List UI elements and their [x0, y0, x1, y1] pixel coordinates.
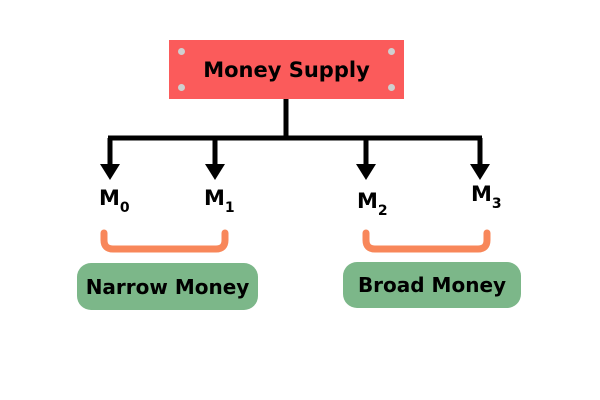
- corner-dot: [178, 48, 185, 55]
- money-supply-label: Money Supply: [203, 57, 370, 82]
- arrow-m1-head: [205, 164, 225, 180]
- node-label: M: [204, 186, 225, 210]
- corner-dot: [388, 84, 395, 91]
- node-sub: 0: [119, 200, 130, 216]
- broad-money-box: Broad Money: [343, 262, 521, 308]
- node-label: M: [99, 186, 120, 210]
- node-m1: M1: [204, 186, 235, 216]
- node-sub: 2: [377, 203, 388, 219]
- corner-dot: [178, 84, 185, 91]
- money-supply-box: Money Supply: [169, 40, 404, 99]
- broad-money-label: Broad Money: [357, 273, 507, 297]
- narrow-bracket: [100, 229, 229, 253]
- node-m3: M3: [471, 182, 502, 212]
- narrow-money-label: Narrow Money: [85, 274, 250, 299]
- arrow-m3-head: [470, 164, 490, 180]
- corner-dot: [388, 48, 395, 55]
- node-label: M: [357, 189, 378, 213]
- narrow-money-box: Narrow Money: [77, 263, 258, 310]
- node-sub: 1: [224, 200, 235, 216]
- node-label: M: [471, 182, 492, 206]
- node-m0: M0: [99, 186, 130, 216]
- broad-bracket: [362, 229, 491, 253]
- node-m2: M2: [357, 189, 388, 219]
- arrow-m2-head: [356, 164, 376, 180]
- node-sub: 3: [491, 196, 502, 212]
- arrow-m0-head: [100, 164, 120, 180]
